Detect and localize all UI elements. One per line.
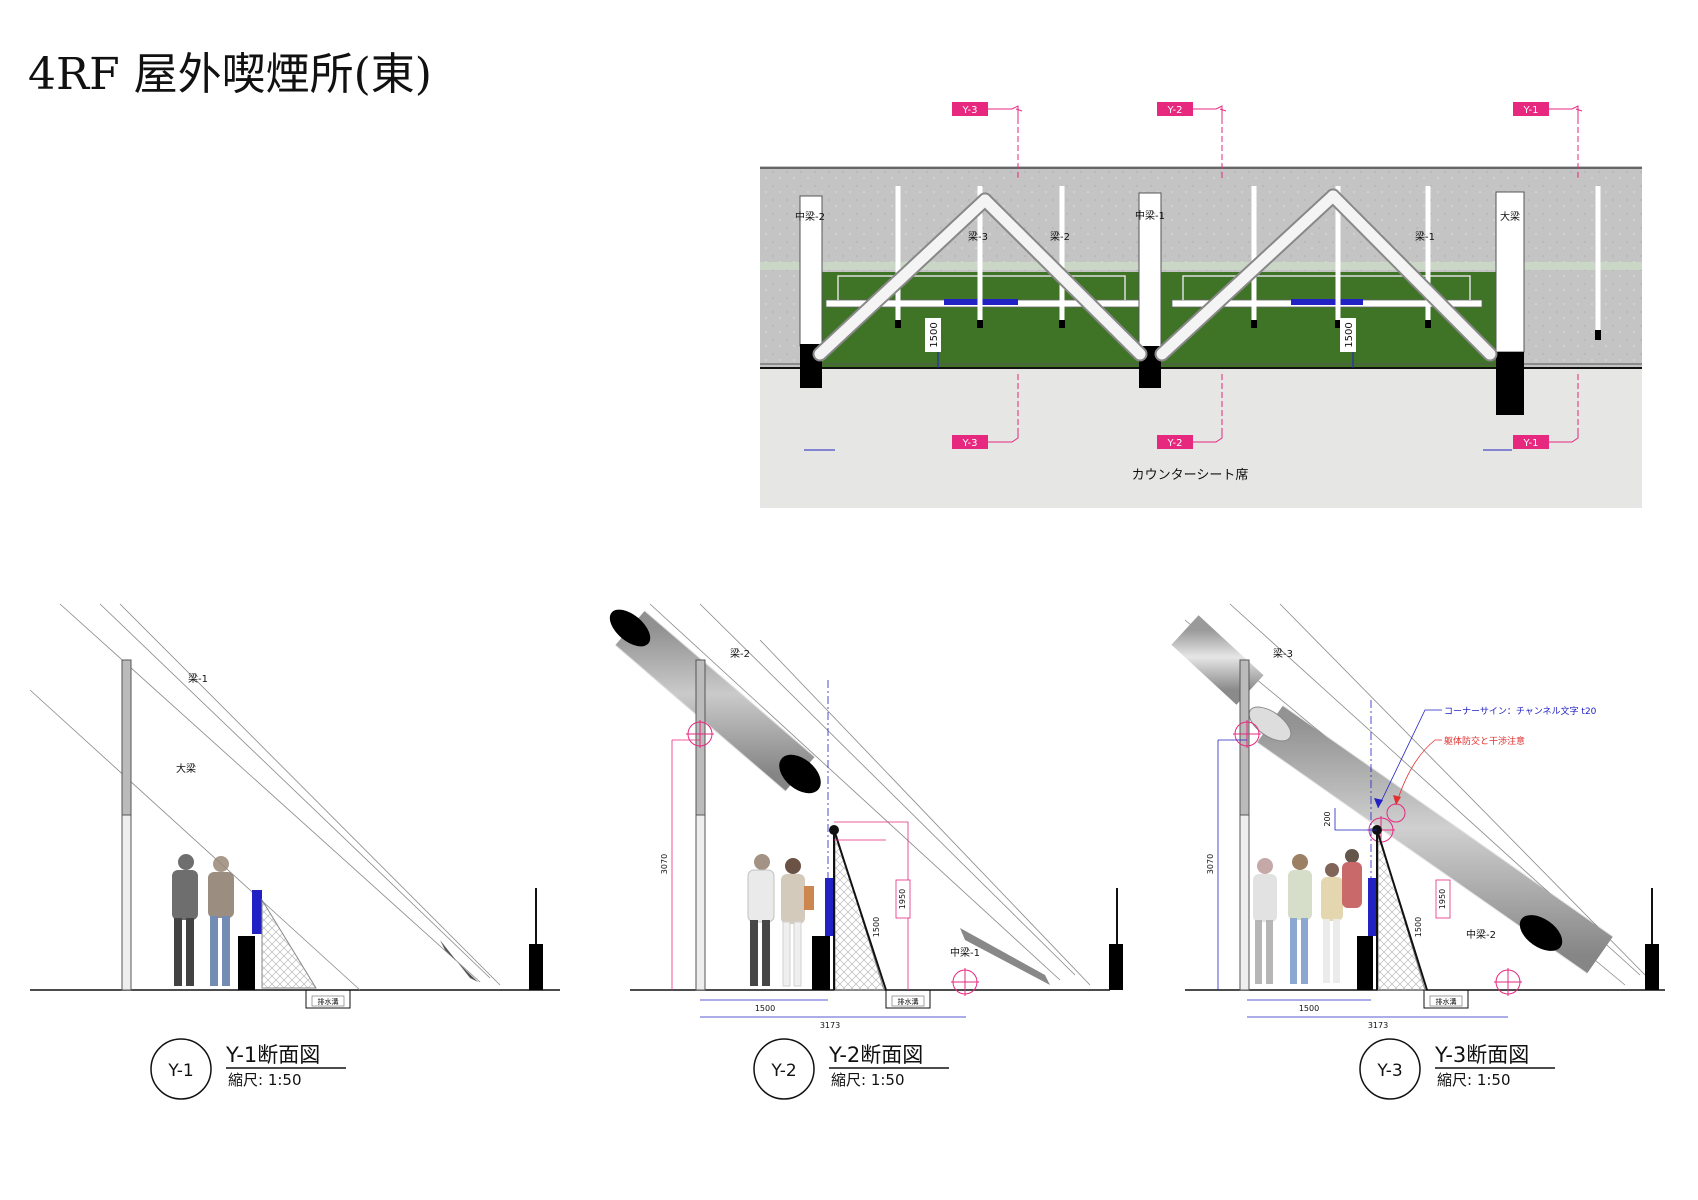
beam-label-naka1: 中梁-1 (1135, 209, 1165, 222)
planting-bed-right (1160, 272, 1500, 368)
section-scale-y2: 縮尺: 1:50 (831, 1071, 905, 1089)
dim-1500-horiz-y3: 1500 (1299, 1004, 1319, 1013)
section-circle-y1 (150, 1038, 212, 1100)
svg-text:Y-3: Y-3 (962, 438, 978, 449)
dim-height-y2: 3070 (660, 854, 669, 874)
section-marker-bottom-y3: Y-3 (952, 374, 1019, 449)
beam-label-hari3: 梁-3 (968, 230, 988, 243)
section-title-y2: Y-2断面図 (828, 1043, 923, 1067)
drain-label-y3: 排水溝 (1436, 997, 1457, 1006)
people-y2 (747, 854, 814, 987)
beam-label-y3: 梁-3 (1273, 647, 1293, 660)
people-y1 (172, 854, 234, 986)
section-title-y1: Y-1断面図 (225, 1043, 320, 1067)
section-y3: 3070 200 1950 1500 排水溝 1500 3173 梁-3 中梁-… (1171, 603, 1665, 1100)
section-circle-label-y1: Y-1 (167, 1061, 193, 1081)
section-circle-label-y2: Y-2 (770, 1061, 796, 1081)
section-circle-label-y3: Y-3 (1376, 1061, 1402, 1081)
section-title-y3: Y-3断面図 (1434, 1043, 1529, 1067)
section-y1: 排水溝 梁-1 大梁 Y-1 Y-1断面図 縮尺: 1:50 (29, 603, 560, 1100)
svg-text:Y-2: Y-2 (1167, 438, 1183, 449)
section-y2: 3070 1950 1500 排水溝 1500 3173 梁-2 中梁-1 Y-… (609, 603, 1123, 1100)
dim-1950-y2: 1950 (898, 889, 907, 909)
plan-view: 1500 1500 中梁-2 梁-3 梁-2 中梁-1 梁-1 大梁 カウンター… (760, 102, 1642, 508)
section-circle-y2 (753, 1038, 815, 1100)
dim-1950-y3: 1950 (1438, 889, 1447, 909)
section-marker-top-y1: Y-1 (1513, 102, 1583, 178)
page-title: 4RF 屋外喫煙所(東) (28, 49, 432, 100)
note-corner-sign: コーナーサイン：チャンネル文字 t20 (1444, 705, 1597, 717)
dim-200-y3: 200 (1323, 811, 1332, 826)
section-marker-top-y3: Y-3 (952, 102, 1023, 178)
section-marker-bottom-y1: Y-1 (1513, 374, 1579, 449)
section-marker-top-y2: Y-2 (1157, 102, 1227, 178)
plan-dim-left: 1500 (929, 322, 940, 347)
beam-label-hari1: 梁-1 (1415, 230, 1435, 243)
counter-seat-label: カウンターシート席 (1132, 467, 1249, 483)
beam-tube-y2 (609, 609, 821, 794)
dim-3173-y3: 3173 (1368, 1021, 1388, 1030)
svg-text:Y-1: Y-1 (1523, 438, 1539, 449)
note-interference-warning: 躯体防交と干渉注意 (1444, 735, 1525, 747)
svg-text:Y-2: Y-2 (1167, 105, 1183, 116)
dim-1500-horiz-y2: 1500 (755, 1004, 775, 1013)
beam-label-y1: 梁-1 (188, 672, 208, 685)
svg-text:Y-3: Y-3 (962, 105, 978, 116)
dim-1500-vert-y2: 1500 (872, 917, 881, 937)
people-y3 (1253, 849, 1362, 984)
beam-label-y2: 梁-2 (730, 647, 750, 660)
drain-label-y2: 排水溝 (898, 997, 919, 1006)
drain-label-y1: 排水溝 (318, 997, 339, 1006)
section-marker-bottom-y2: Y-2 (1157, 374, 1223, 449)
dim-1500-vert-y3: 1500 (1414, 917, 1423, 937)
section-scale-y3: 縮尺: 1:50 (1437, 1071, 1511, 1089)
section-scale-y1: 縮尺: 1:50 (228, 1071, 302, 1089)
beam-label-oohari: 大梁 (1500, 210, 1520, 223)
beam-label-hari2: 梁-2 (1050, 230, 1070, 243)
section-circle-y3 (1359, 1038, 1421, 1100)
big-beam-label-y1: 大梁 (176, 762, 196, 775)
plan-dim-right: 1500 (1344, 322, 1355, 347)
svg-text:Y-1: Y-1 (1523, 105, 1539, 116)
dim-3173-y2: 3173 (820, 1021, 840, 1030)
mid-beam-label-y3: 中梁-2 (1466, 928, 1496, 941)
mid-beam-label-y2: 中梁-1 (950, 946, 980, 959)
beam-tube-y3 (1248, 705, 1614, 974)
dim-height-y3: 3070 (1206, 854, 1215, 874)
beam-label-naka2: 中梁-2 (795, 210, 825, 223)
